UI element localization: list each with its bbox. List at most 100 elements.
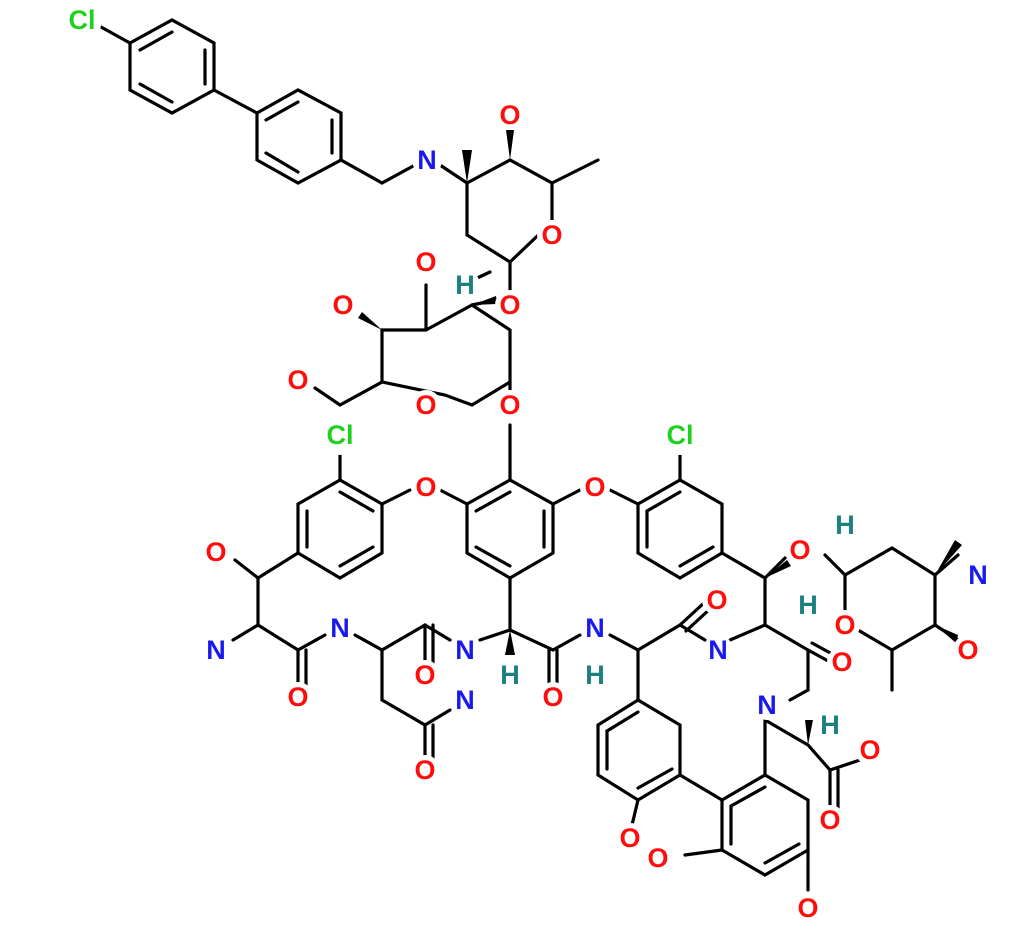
ring-sugar2 [843,546,937,652]
bond [353,623,452,652]
atom-label-o: O [411,390,441,420]
atom-label-o: O [283,365,313,395]
atom-label-n: N [325,613,355,643]
atom-o: O [541,220,562,250]
bond [605,710,640,733]
atom-cl: Cl [69,5,96,35]
bond [438,163,469,185]
bond [256,623,327,652]
ring-sugar1 [465,158,554,265]
bond [212,88,259,115]
bond [264,151,300,174]
bond [729,785,767,808]
wedge-bond [935,625,958,643]
atom-label-o: O [815,805,845,835]
bond [630,798,640,827]
bond [478,628,582,652]
atom-o: O [499,290,520,320]
bond [933,553,960,577]
atom-label-n: N [963,560,993,590]
bond [551,488,582,506]
atom-n: N [455,635,475,665]
atom-o: O [859,735,880,765]
bond [608,623,707,652]
atom-o: O [619,823,640,853]
atom-h: H [500,660,520,690]
atom-label-o: O [495,290,525,320]
atom-n: N [330,613,350,643]
atom-label-o: O [615,823,645,853]
bond [763,556,787,580]
bond [683,848,724,857]
atom-n: N [417,145,437,175]
bond [678,545,715,568]
bond [678,600,707,627]
bond [256,551,300,627]
bond [264,100,300,122]
ring-bottom-right-aryl [720,773,810,877]
atom-label-o: O [328,290,358,320]
bond-layer [90,18,960,892]
wedge-bond [765,560,791,578]
atom-h: H [798,590,818,620]
bond [474,490,512,513]
atom-label-o: O [953,635,983,665]
atom-o: O [499,100,520,130]
atom-label-o: O [411,247,441,277]
atom-label-o: O [411,472,441,502]
wedge-bond [506,130,514,160]
atom-label-n: N [450,635,480,665]
atom-cl: Cl [667,420,694,450]
atom-label-o: O [410,755,440,785]
wedge-bond [805,720,813,745]
atom-label-n: N [450,685,480,715]
atom-label-cl-top: Cl [62,0,102,40]
atom-o: O [415,472,436,502]
atom-label-h: H [495,660,525,690]
bond [138,30,174,52]
atom-n: N [206,635,226,665]
atom-label-o: O [830,610,860,640]
bond [806,648,832,664]
atom-o: O [834,610,855,640]
atom-label-o: O [793,893,823,923]
atom-label-cl: Cl [660,415,700,455]
atom-label-o: O [702,585,732,615]
wedge-bond [472,296,497,305]
bond [138,82,174,104]
atom-o: O [819,805,840,835]
bond [474,545,512,568]
atom-h: H [585,660,605,690]
ring-phenyl [255,88,343,185]
atom-label-n: N [580,613,610,643]
ring-central-aryl [465,478,555,580]
atom-o: O [584,472,605,502]
wedge-bond [935,540,962,575]
atom-n: N [757,690,777,720]
atom-o: O [789,535,810,565]
ring-left-chlorophenyl [296,478,384,580]
atom-label-o: O [538,682,568,712]
bond [313,380,384,407]
atom-o: O [499,390,520,420]
bond [550,158,600,185]
atom-label-n: N [703,635,733,665]
bond [763,842,801,865]
bond [608,488,640,506]
bond [380,648,452,727]
ring-glucose [380,303,512,407]
atom-n: N [708,635,728,665]
atom-label-o: O [201,537,231,567]
bond [728,623,810,702]
atom-o: O [831,647,852,677]
atom-label-o: O [283,682,313,712]
atom-label-h: H [580,660,610,690]
atom-label-o: O [580,472,610,502]
bond [233,558,260,580]
atom-label-h: H [815,710,845,740]
atom-o: O [706,585,727,615]
atom-label-o: O [785,535,815,565]
atom-o: O [332,290,353,320]
atom-label-h: H [793,590,823,620]
